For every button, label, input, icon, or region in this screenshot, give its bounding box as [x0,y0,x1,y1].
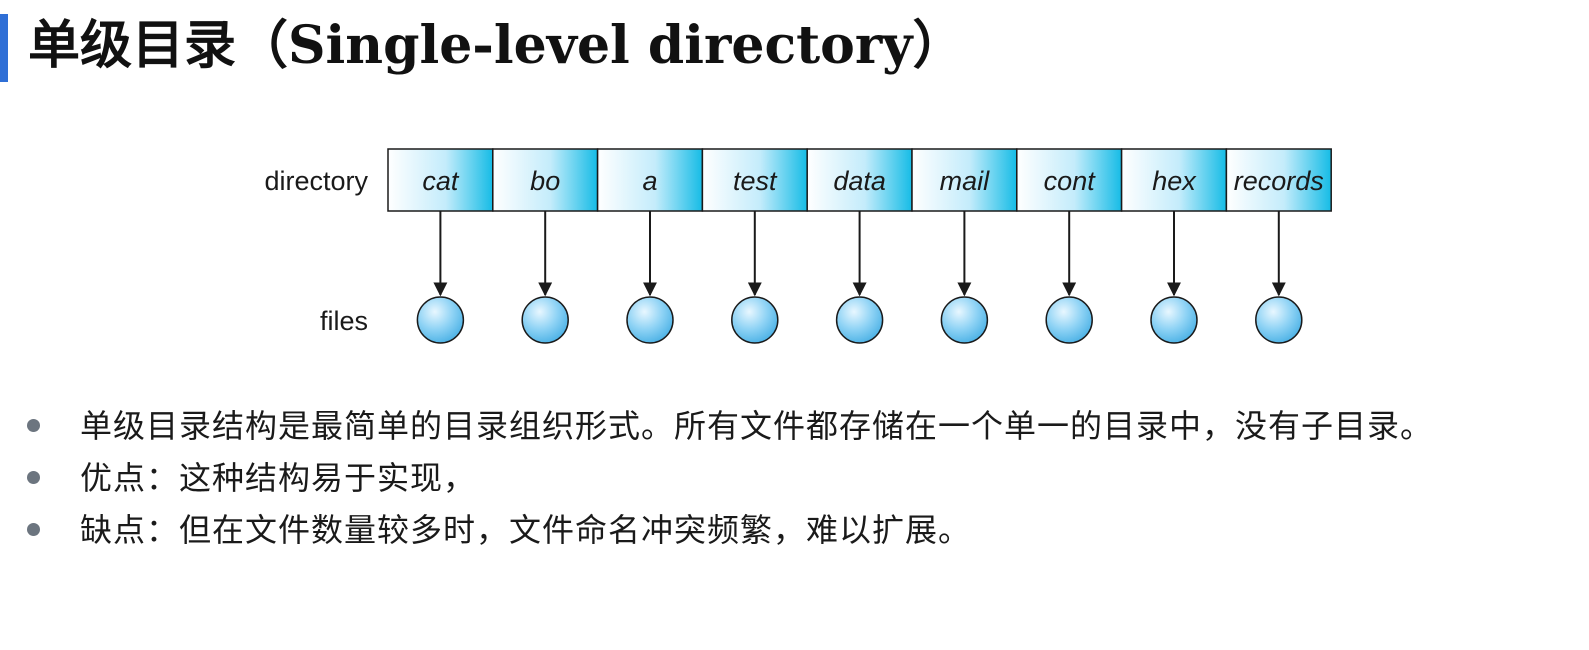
directory-entry-label: bo [530,166,560,196]
file-node-data [835,296,884,344]
directory-entry-label: cont [1044,166,1097,196]
directory-entry-label: test [733,166,778,196]
directory-entry-mail: mail [911,148,1018,212]
single-level-directory-diagram: directory files cat bo a test data mail cont he… [264,148,1332,344]
file-node-a [626,296,674,344]
directory-entry-a: a [596,148,704,212]
directory-label: directory [264,166,368,196]
directory-entry-cell [596,148,704,212]
directory-entry-label: data [833,166,886,196]
directory-entry-label: cat [422,166,460,196]
title-accent-bar [0,14,8,82]
bullet-dot-icon [27,523,40,536]
directory-entries: cat bo a test data mail cont hex records [387,148,1332,212]
file-node-cat [416,296,465,344]
directory-entry-cell [806,148,913,212]
file-nodes [416,296,1303,344]
directory-entry-cell [1225,148,1332,212]
directory-entry-data: data [806,148,913,212]
directory-entry-cell [387,148,494,212]
file-node-records [1255,296,1303,344]
bullet-item-advantage: 优点：这种结构易于实现， [22,452,1577,504]
file-node-cont [1045,296,1093,344]
directory-entry-label: records [1234,166,1324,196]
directory-entry-cell [911,148,1018,212]
bullet-text: 单级目录结构是最简单的目录组织形式。所有文件都存储在一个单一的目录中，没有子目录… [80,407,1434,445]
bullet-text: 优点：这种结构易于实现， [80,459,477,497]
directory-entry-cont: cont [1016,148,1123,212]
file-node-bo [521,296,569,344]
directory-entry-cell [701,148,808,212]
directory-entry-records: records [1225,148,1332,212]
directory-entry-hex: hex [1120,148,1228,212]
bullet-text: 缺点：但在文件数量较多时，文件命名冲突频繁，难以扩展。 [80,511,972,549]
files-label: files [320,306,368,336]
bullet-item-definition: 单级目录结构是最简单的目录组织形式。所有文件都存储在一个单一的目录中，没有子目录… [22,400,1577,452]
bullet-dot-icon [27,419,40,432]
file-node-hex [1150,296,1198,344]
bullet-dot-icon [27,471,40,484]
directory-entry-bo: bo [492,148,599,212]
file-node-test [731,296,779,344]
bullet-item-disadvantage: 缺点：但在文件数量较多时，文件命名冲突频繁，难以扩展。 [22,504,1577,556]
directory-entry-label: a [642,166,657,196]
directory-entry-cat: cat [387,148,494,212]
directory-entry-label: mail [940,166,991,196]
directory-entry-test: test [701,148,808,212]
file-node-mail [940,296,989,344]
bullet-list: 单级目录结构是最简单的目录组织形式。所有文件都存储在一个单一的目录中，没有子目录… [22,400,1577,556]
directory-entry-label: hex [1152,166,1197,196]
slide-title: 单级目录（Single-level directory） [28,15,965,76]
entry-to-file-arrows [433,211,1286,297]
